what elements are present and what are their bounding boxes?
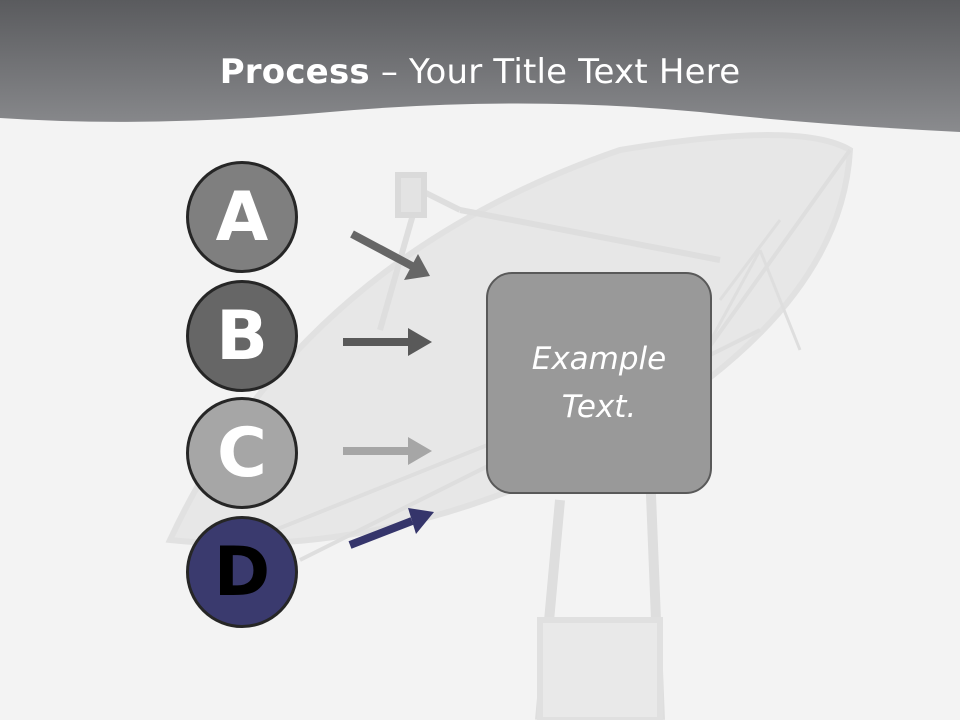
step-circle-d: D xyxy=(186,516,298,628)
step-circle-c: C xyxy=(186,397,298,509)
header-band xyxy=(0,0,960,132)
step-letter: B xyxy=(216,296,268,376)
example-text: Example Text. xyxy=(531,341,667,425)
step-letter: C xyxy=(217,413,267,493)
title-bold: Process xyxy=(219,52,370,92)
arrow-c xyxy=(343,437,432,465)
step-circle-a: A xyxy=(186,161,298,273)
example-text-box: Example Text. xyxy=(486,272,712,494)
step-circle-b: B xyxy=(186,280,298,392)
title-rest: – Your Title Text Here xyxy=(369,52,741,92)
arrow-d xyxy=(348,508,434,549)
step-letter: A xyxy=(215,177,269,257)
slide-title: Process – Your Title Text Here xyxy=(0,52,960,92)
step-letter: D xyxy=(213,532,271,612)
arrow-b xyxy=(343,328,432,356)
arrow-a xyxy=(350,230,430,280)
